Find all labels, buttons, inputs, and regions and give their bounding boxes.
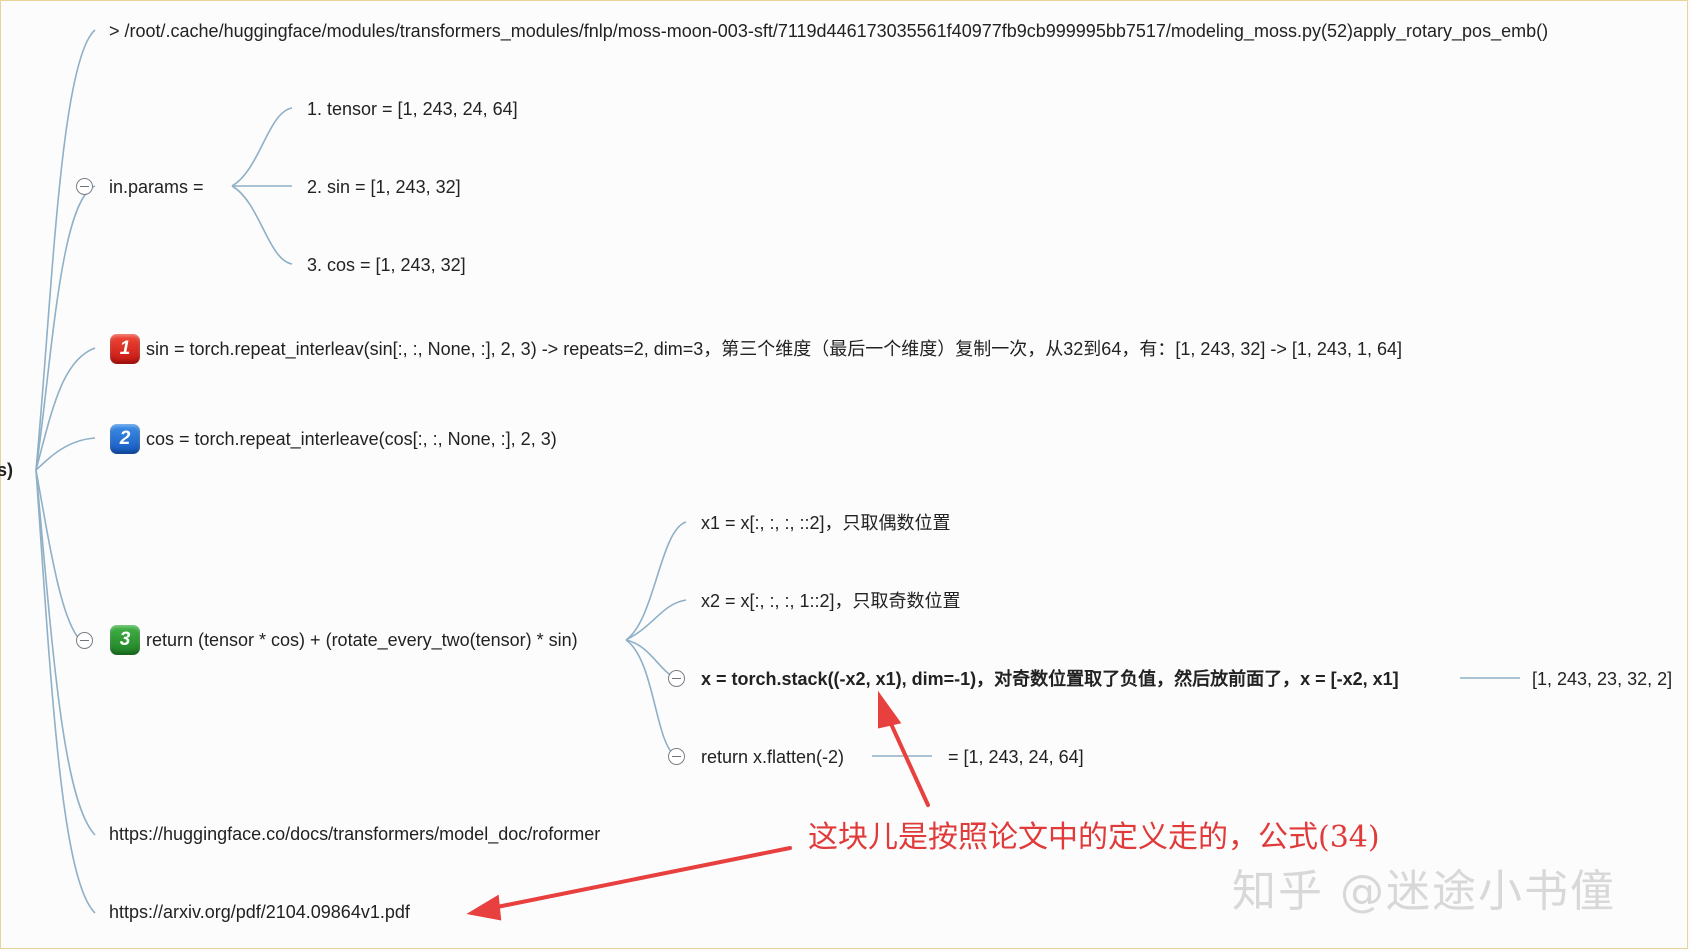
rotate-x2-node[interactable]: x2 = x[:, :, :, 1::2]，只取奇数位置	[701, 591, 961, 611]
priority-2-icon: 2	[110, 424, 140, 454]
annotation-arrow-left	[490, 846, 792, 910]
connector-root-step2	[35, 437, 96, 471]
connector-root-step3	[35, 469, 81, 641]
priority-1-icon: 1	[110, 334, 140, 364]
rotate-flatten-node[interactable]: return x.flatten(-2)	[701, 747, 845, 767]
step-3-collapse-toggle[interactable]	[76, 632, 93, 649]
connector-root-step1	[35, 347, 96, 471]
connector-root-link2	[35, 469, 96, 914]
connector-params-3	[231, 185, 293, 265]
link-arxiv-paper[interactable]: https://arxiv.org/pdf/2104.09864v1.pdf	[109, 902, 410, 922]
rotate-x1-node[interactable]: x1 = x[:, :, :, ::2]，只取偶数位置	[701, 513, 951, 533]
annotation-arrowhead-up	[878, 690, 902, 729]
param-item-tensor[interactable]: 1. tensor = [1, 243, 24, 64]	[307, 99, 518, 119]
path-node[interactable]: > /root/.cache/huggingface/modules/trans…	[109, 21, 1549, 41]
connector-step3-x1	[625, 521, 687, 641]
param-item-cos[interactable]: 3. cos = [1, 243, 32]	[307, 255, 466, 275]
step-3-node[interactable]: return (tensor * cos) + (rotate_every_tw…	[146, 630, 578, 650]
connector-step3-flatten	[625, 639, 677, 757]
flatten-collapse-toggle[interactable]	[668, 748, 685, 765]
connector-step3-stack	[625, 639, 677, 679]
annotation-arrow-up	[885, 713, 930, 807]
rotate-stack-node[interactable]: x = torch.stack((-x2, x1), dim=-1)，对奇数位置…	[701, 669, 1399, 689]
params-collapse-toggle[interactable]	[76, 178, 93, 195]
stack-collapse-toggle[interactable]	[668, 670, 685, 687]
step-2-node[interactable]: cos = torch.repeat_interleave(cos[:, :, …	[146, 429, 557, 449]
connector-root-link1	[35, 469, 96, 836]
param-item-sin[interactable]: 2. sin = [1, 243, 32]	[307, 177, 461, 197]
priority-3-icon: 3	[110, 625, 140, 655]
connector-root-params	[35, 185, 96, 471]
connector-step3-x2	[625, 599, 687, 641]
stack-shape-node[interactable]: [1, 243, 23, 32, 2]	[1532, 669, 1673, 689]
annotation-text: 这块儿是按照论文中的定义走的，公式(34)	[808, 820, 1380, 855]
step-1-node[interactable]: sin = torch.repeat_interleav(sin[:, :, N…	[146, 339, 1402, 359]
annotation-arrowhead-left	[466, 894, 502, 921]
connector-params-1	[231, 107, 293, 187]
connector-root-path	[35, 29, 96, 471]
watermark: 知乎 @迷途小书僮	[1232, 866, 1616, 917]
flatten-shape-node[interactable]: = [1, 243, 24, 64]	[948, 747, 1084, 767]
params-node[interactable]: in.params =	[109, 177, 204, 197]
root-node-label[interactable]: s)	[0, 460, 14, 480]
link-roformer-docs[interactable]: https://huggingface.co/docs/transformers…	[109, 824, 601, 844]
